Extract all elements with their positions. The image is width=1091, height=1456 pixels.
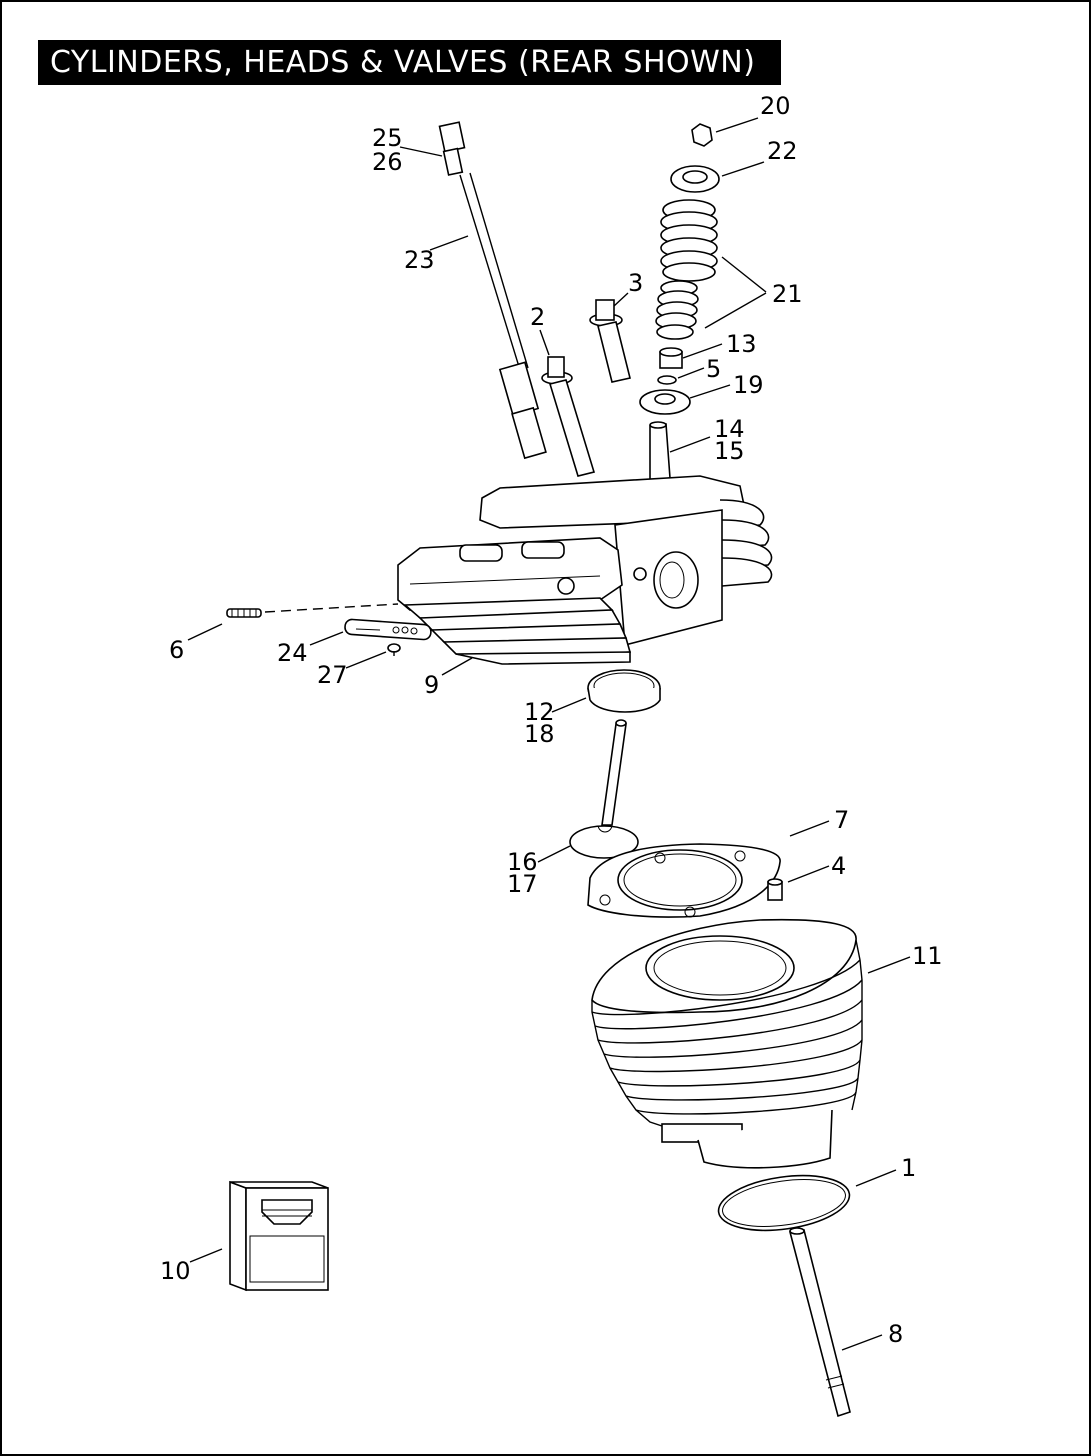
part-20-keeper [691, 123, 713, 147]
callout-7: 7 [834, 806, 849, 834]
callout-27: 27 [317, 661, 348, 689]
part-22-retainer [670, 165, 720, 193]
part-11-cylinder [591, 918, 863, 1169]
callout-21: 21 [772, 280, 803, 308]
callout-2: 2 [530, 303, 545, 331]
callout-labels: 25 26 23 2 3 20 22 21 13 5 19 14 15 6 24… [160, 92, 943, 1348]
callout-1: 1 [901, 1154, 916, 1182]
callout-23: 23 [404, 246, 435, 274]
callout-15: 15 [714, 437, 745, 465]
part-21-springs [655, 199, 718, 340]
callout-20: 20 [760, 92, 791, 120]
callout-9: 9 [424, 671, 439, 699]
part-27-screw [387, 643, 401, 656]
part-1-oring [717, 1174, 851, 1232]
part-10-kit-box [229, 1180, 329, 1292]
callout-14: 14 [714, 415, 745, 443]
part-9-cylinder-head [397, 475, 773, 665]
part-5-oring [657, 375, 677, 385]
part-12-valve-seat [587, 669, 661, 713]
part-19-washer [639, 389, 691, 415]
part-24-badge [344, 618, 432, 641]
part-14-valve-guide [649, 421, 671, 481]
part-6-stud [226, 603, 399, 618]
part-2-guide [541, 356, 596, 477]
callout-12: 12 [524, 698, 555, 726]
callout-19: 19 [733, 371, 764, 399]
callout-18: 18 [524, 720, 555, 748]
callout-25: 25 [372, 124, 403, 152]
callout-6: 6 [169, 636, 184, 664]
callout-24: 24 [277, 639, 308, 667]
callout-3: 3 [628, 269, 643, 297]
callout-16: 16 [507, 848, 538, 876]
part-7-head-gasket [587, 843, 781, 918]
callout-26: 26 [372, 148, 403, 176]
part-23-rod [438, 121, 547, 460]
callout-22: 22 [767, 137, 798, 165]
part-16-valve [569, 719, 639, 859]
part-13-seal [659, 347, 683, 369]
part-3-guide [589, 299, 631, 383]
callout-13: 13 [726, 330, 757, 358]
part-4-dowel [767, 878, 783, 901]
leader-lines [187, 117, 911, 1351]
part-8-stud [788, 1227, 851, 1418]
callout-4: 4 [831, 852, 846, 880]
diagram-title: CYLINDERS, HEADS & VALVES (REAR SHOWN) [38, 40, 781, 85]
callout-11: 11 [912, 942, 943, 970]
callout-8: 8 [888, 1320, 903, 1348]
callout-10: 10 [160, 1257, 191, 1285]
callout-17: 17 [507, 870, 538, 898]
callout-5: 5 [706, 355, 721, 383]
